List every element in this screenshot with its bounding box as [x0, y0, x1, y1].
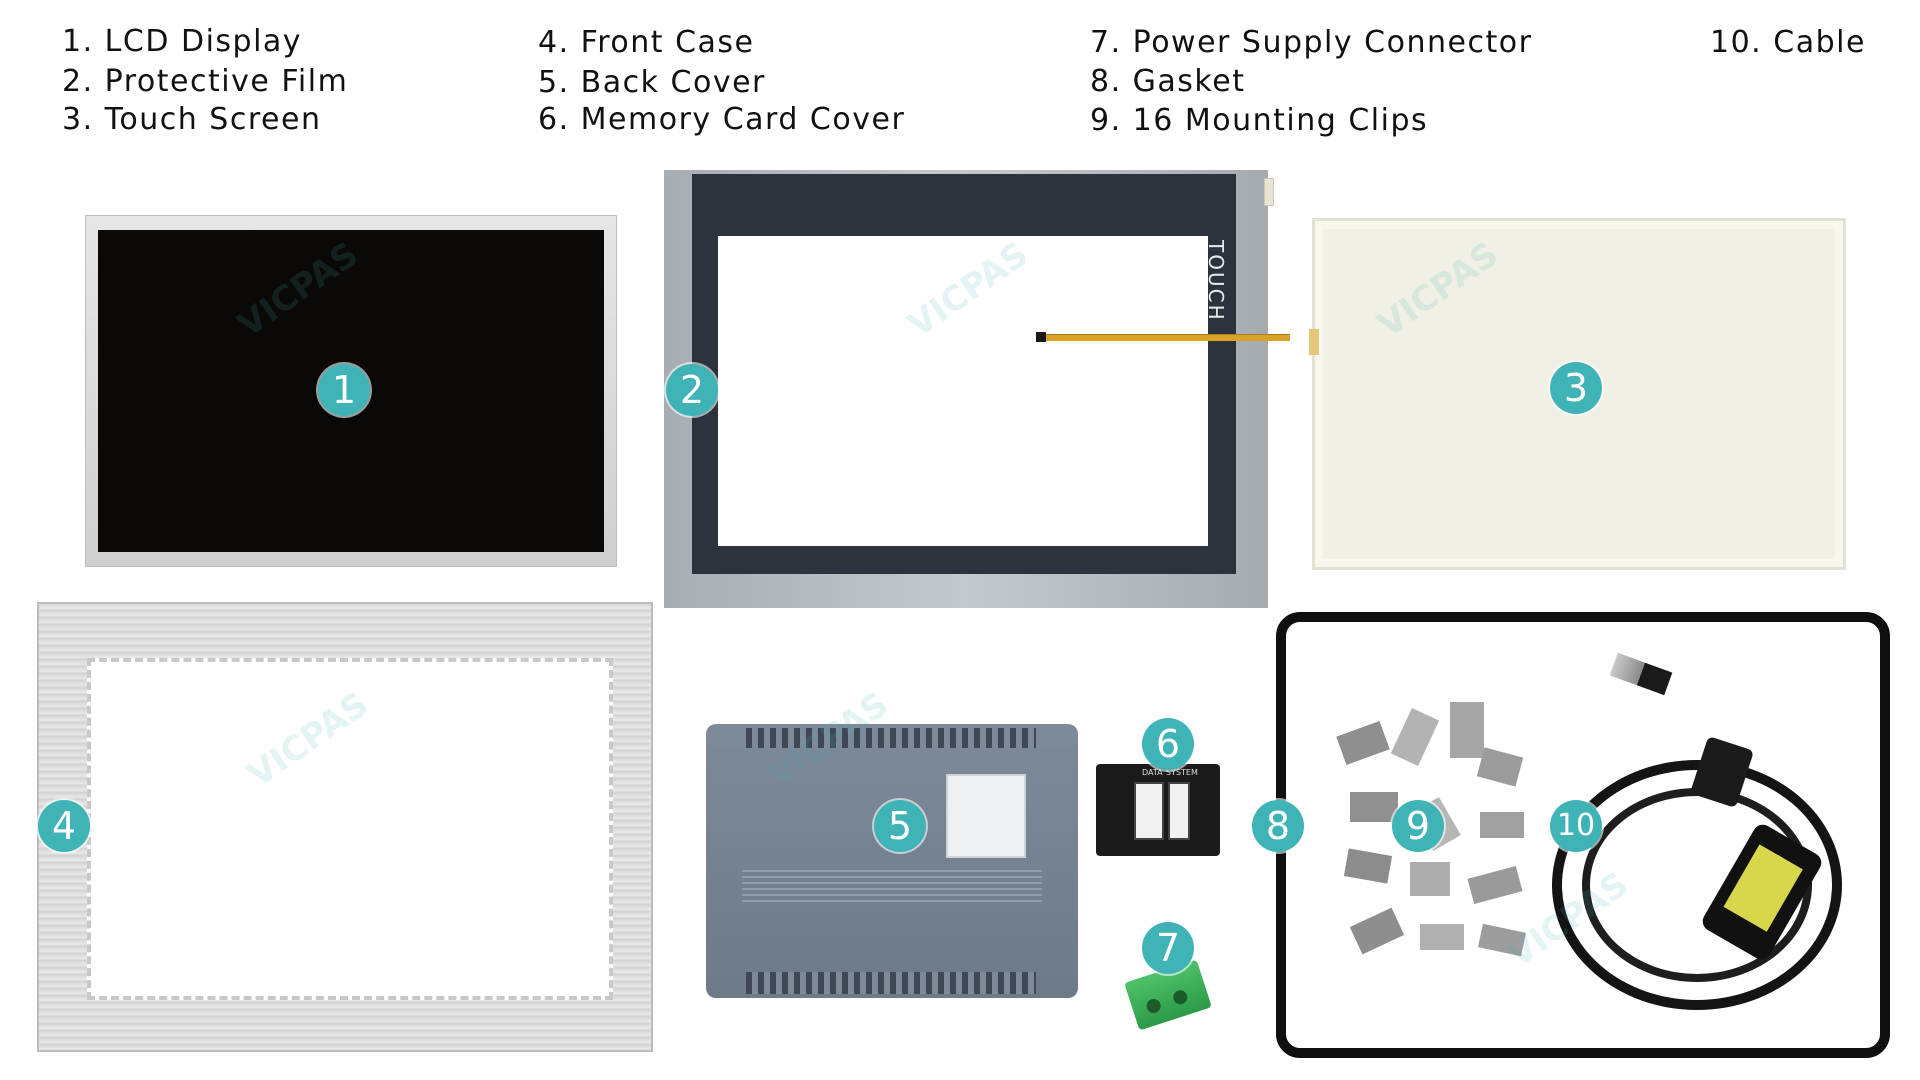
memory-slot-1 [1134, 782, 1164, 840]
film-side-text: TOUCH [1204, 240, 1228, 322]
film-window [718, 236, 1208, 546]
legend-item-mounting-clips: 9. 16 Mounting Clips [1090, 103, 1429, 138]
back-cover-vents-bottom [746, 972, 1036, 994]
mounting-clips-image [1330, 702, 1550, 972]
badge-power-supply-connector: 7 [1142, 922, 1194, 974]
badge-back-cover: 5 [874, 800, 926, 852]
badge-memory-card-cover: 6 [1142, 718, 1194, 770]
memory-slot-2 [1168, 782, 1190, 840]
lcd-display-image [85, 215, 617, 567]
touch-ribbon-cable [1040, 334, 1290, 341]
connector-pin-2 [1171, 988, 1190, 1007]
film-dark-frame [692, 174, 1236, 574]
back-cover-image [706, 724, 1078, 998]
memory-cover-label-system: SYSTEM [1166, 768, 1198, 777]
film-tab [1264, 178, 1274, 206]
badge-cable: 10 [1550, 800, 1602, 852]
memory-cover-label-data: DATA [1142, 768, 1163, 777]
front-case-image [37, 602, 653, 1052]
badge-mounting-clips: 9 [1392, 800, 1444, 852]
badge-front-case: 4 [38, 800, 90, 852]
legend-item-power-supply-connector: 7. Power Supply Connector [1090, 25, 1533, 60]
legend-item-front-case: 4. Front Case [538, 25, 755, 60]
legend-item-lcd-display: 1. LCD Display [62, 24, 303, 59]
memory-card-cover-image: DATA SYSTEM [1096, 764, 1220, 856]
legend-item-gasket: 8. Gasket [1090, 64, 1246, 99]
legend-item-back-cover: 5. Back Cover [538, 65, 766, 100]
connector-pin-1 [1144, 997, 1163, 1015]
legend-item-touch-screen: 3. Touch Screen [62, 102, 322, 137]
touch-screen-connector [1309, 329, 1319, 355]
badge-protective-film: 2 [666, 364, 718, 416]
badge-lcd-display: 1 [318, 364, 370, 416]
front-case-opening [87, 658, 613, 1000]
back-cover-label-area [742, 870, 1042, 906]
cable-coil-outer [1552, 760, 1842, 1010]
badge-gasket: 8 [1252, 800, 1304, 852]
usb-plug [1609, 652, 1673, 696]
back-cover-vents-top [746, 728, 1036, 748]
legend-item-memory-card-cover: 6. Memory Card Cover [538, 102, 906, 137]
ribbon-cable-end [1036, 332, 1046, 342]
protective-film-image: TOUCH [664, 170, 1290, 608]
legend-item-protective-film: 2. Protective Film [62, 64, 349, 99]
back-cover-card-slot [946, 774, 1026, 858]
cable-image [1548, 652, 1848, 1012]
legend-item-cable: 10. Cable [1710, 25, 1866, 60]
badge-touch-screen: 3 [1550, 362, 1602, 414]
